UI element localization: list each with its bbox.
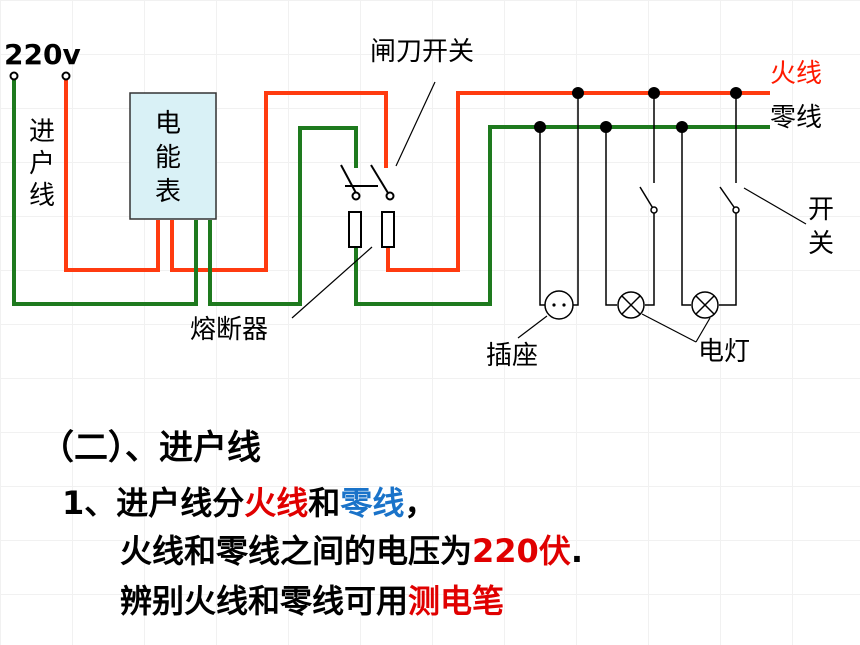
- meter-label-1: 电: [155, 109, 181, 139]
- lamp-icon-1: [617, 291, 645, 319]
- text-line-1-a: 1、进户线分: [62, 484, 245, 522]
- meter-label-3: 表: [155, 177, 181, 207]
- text-line-1-e: ，: [404, 484, 437, 522]
- incoming-line-label-1: 进: [29, 117, 55, 147]
- text-line-2-a: 火线和零线之间的电压为: [120, 532, 473, 570]
- neutral-wire-label: 零线: [770, 103, 822, 133]
- meter-label-2: 能: [155, 143, 181, 173]
- live-wire: [64, 80, 770, 272]
- fuse-label: 熔断器: [190, 315, 268, 345]
- section-heading: （二）、进户线: [40, 428, 261, 468]
- supply-voltage-label: 220v: [4, 38, 81, 71]
- incoming-line-label-3: 线: [29, 181, 55, 211]
- switch-label-1: 开: [808, 195, 834, 225]
- lamp-icon-2: [691, 291, 719, 319]
- wiring-diagram: 220v 进 户 线 电 能 表 闸刀开关 火线 零线 开 关 熔断器 插座 电…: [4, 37, 834, 371]
- lamp-branch-1: [605, 93, 655, 306]
- voltage-value: 220伏: [472, 532, 571, 570]
- socket-icon: [544, 290, 574, 320]
- lamp-label: 电灯: [698, 337, 750, 367]
- text-line-3: 辨别火线和零线可用测电笔: [120, 576, 504, 622]
- lamp-branch-2: [681, 93, 737, 306]
- terminal-live: [61, 71, 71, 81]
- fuse-pair: [348, 211, 395, 248]
- switch-contact-1: [650, 206, 658, 214]
- switch-label-2: 关: [808, 229, 834, 259]
- switch-contact-2: [732, 206, 740, 214]
- incoming-line-label-2: 户: [29, 149, 55, 179]
- text-line-3-a: 辨别火线和零线可用: [120, 582, 409, 620]
- knife-switch-label: 闸刀开关: [370, 37, 474, 67]
- live-wire-label: 火线: [770, 59, 822, 89]
- neutral-wire: [12, 80, 770, 306]
- neutral-wire-term: 零线: [340, 484, 405, 522]
- terminal-neutral: [9, 71, 19, 81]
- socket-branch: [539, 93, 579, 306]
- socket-label: 插座: [486, 341, 538, 371]
- text-line-2-c: .: [570, 532, 583, 570]
- text-line-1: 1、进户线分火线和零线，: [62, 478, 436, 524]
- text-line-2: 火线和零线之间的电压为220伏.: [120, 526, 583, 572]
- junction-dots: [534, 87, 742, 133]
- leader-lines: [291, 81, 807, 343]
- knife-switch: [340, 164, 395, 201]
- energy-meter-box: [129, 92, 217, 220]
- text-line-1-c: 和: [308, 484, 341, 522]
- live-wire-term: 火线: [244, 484, 309, 522]
- test-pen-term: 测电笔: [408, 582, 505, 620]
